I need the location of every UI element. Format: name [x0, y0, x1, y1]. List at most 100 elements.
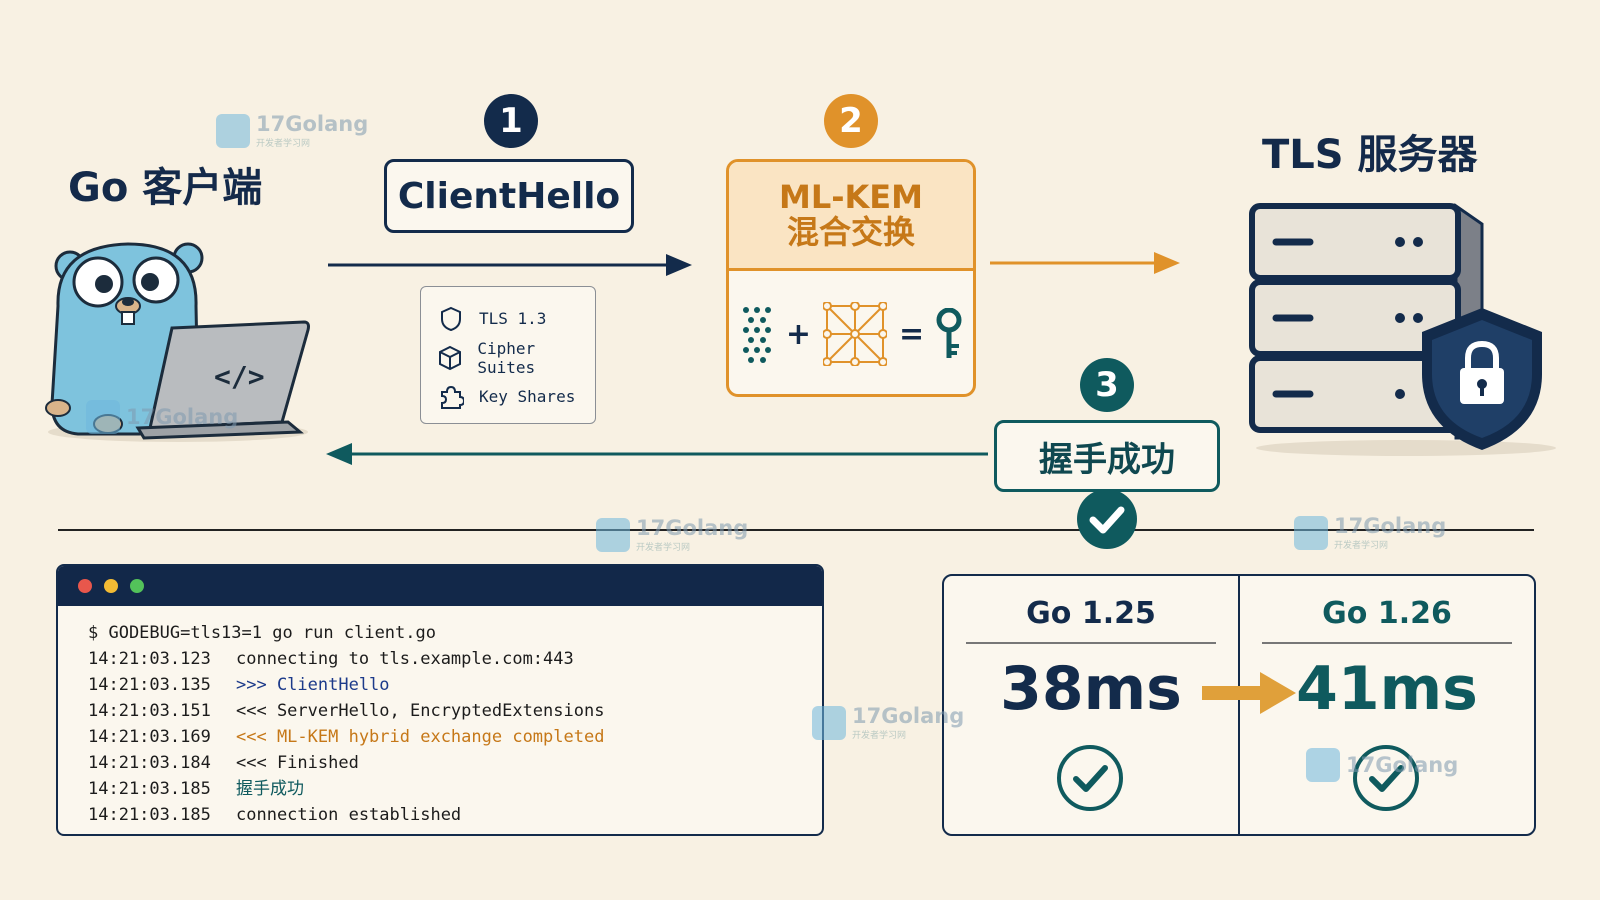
comparison-go126: Go 1.26 41ms — [1240, 576, 1534, 834]
svg-text:</>: </> — [214, 360, 265, 393]
request-arrow — [328, 254, 692, 276]
watermark-text: 17Golang — [1346, 753, 1459, 777]
response-arrow — [326, 443, 988, 465]
gopher-laptop-illustration: </> — [45, 242, 310, 442]
terminal-timestamp: 14:21:03.135 — [88, 675, 211, 695]
watermark: 17Golang — [1306, 748, 1458, 782]
watermark-sub: 开发者学习网 — [636, 543, 691, 553]
server-illustration — [1249, 203, 1556, 456]
terminal-text: $ GODEBUG=tls13=1 go run client.go — [88, 623, 436, 643]
step-1-badge: 1 — [484, 94, 538, 148]
watermark-logo-icon — [86, 400, 120, 434]
watermark-text: 17Golang — [1334, 514, 1447, 538]
terminal-timestamp: 14:21:03.151 — [88, 701, 211, 721]
check-circle-icon — [1057, 745, 1123, 811]
version-label-go125: Go 1.25 — [1026, 596, 1156, 631]
terminal-timestamp: 14:21:03.185 — [88, 779, 211, 799]
shield-outline-icon — [437, 305, 465, 333]
terminal-text: <<< ServerHello, EncryptedExtensions — [236, 701, 605, 721]
terminal-line: 14:21:03.135 >>> ClientHello — [88, 672, 822, 698]
section-divider — [58, 529, 1534, 531]
check-circle-icon — [1353, 745, 1419, 811]
watermark: 17Golang — [86, 400, 238, 434]
terminal-timestamp: 14:21:03.169 — [88, 727, 211, 747]
mlkem-title: ML-KEM — [778, 178, 923, 216]
terminal-line: 14:21:03.123 connecting to tls.example.co… — [88, 646, 822, 672]
maximize-dot[interactable] — [130, 579, 144, 593]
watermark-sub: 开发者学习网 — [256, 139, 311, 149]
latency-go126: 41ms — [1296, 654, 1478, 724]
handshake-success-box: 握手成功 — [994, 420, 1220, 492]
comparison-go125: Go 1.25 38ms — [944, 576, 1238, 834]
terminal-titlebar — [58, 566, 822, 606]
watermark-logo-icon — [812, 705, 846, 740]
terminal-text: connecting to tls.example.com:443 — [236, 649, 574, 669]
equals-sign: = — [899, 316, 925, 352]
info-row-cipher: Cipher Suites — [437, 338, 595, 377]
plus-sign: + — [785, 316, 811, 352]
exchange-arrow — [990, 252, 1180, 274]
terminal-timestamp: 14:21:03.185 — [88, 805, 211, 825]
key-icon — [936, 308, 962, 358]
terminal-text: 握手成功 — [236, 779, 304, 799]
lattice-dots-icon — [742, 307, 771, 363]
terminal-line: 14:21:03.185 握手成功 — [88, 776, 822, 802]
terminal-timestamp: 14:21:03.184 — [88, 753, 211, 773]
version-comparison: Go 1.25 38ms Go 1.26 41ms — [942, 574, 1536, 836]
mlkem-formula: + = — [729, 271, 973, 394]
watermark: 17Golang 开发者学习网 — [216, 112, 368, 149]
client-hello-box: ClientHello — [384, 159, 634, 233]
terminal-timestamp: 14:21:03.123 — [88, 649, 211, 669]
watermark: 17Golang 开发者学习网 — [596, 516, 748, 553]
watermark-logo-icon — [216, 113, 250, 148]
watermark-text: 17Golang — [256, 112, 369, 136]
terminal-text: <<< Finished — [236, 753, 359, 773]
watermark-text: 17Golang — [636, 516, 749, 540]
terminal-text: >>> ClientHello — [236, 675, 390, 695]
terminal-window: $ GODEBUG=tls13=1 go run client.go 14:21:… — [56, 564, 824, 836]
terminal-line: $ GODEBUG=tls13=1 go run client.go — [88, 620, 822, 646]
close-dot[interactable] — [78, 579, 92, 593]
watermark-text: 17Golang — [852, 704, 965, 728]
mlkem-box: ML-KEM 混合交换 + — [726, 159, 976, 397]
step-3-badge: 3 — [1080, 358, 1134, 412]
rule — [966, 642, 1216, 644]
watermark-text: 17Golang — [126, 405, 239, 429]
client-title: Go 客户端 — [68, 165, 263, 211]
watermark-logo-icon — [1306, 748, 1340, 782]
step-2-badge: 2 — [824, 94, 878, 148]
watermark: 17Golang 开发者学习网 — [812, 704, 964, 741]
cube-icon — [437, 344, 463, 372]
comparison-divider — [1238, 576, 1240, 834]
info-label-tls: TLS 1.3 — [479, 309, 547, 328]
watermark: 17Golang 开发者学习网 — [1294, 514, 1446, 551]
watermark-sub: 开发者学习网 — [852, 731, 907, 741]
terminal-line: 14:21:03.151 <<< ServerHello, EncryptedEx… — [88, 698, 822, 724]
terminal-line: 14:21:03.185 connection established — [88, 802, 822, 828]
terminal-line: 14:21:03.184 <<< Finished — [88, 750, 822, 776]
info-label-keyshares: Key Shares — [479, 387, 576, 406]
rule — [1262, 642, 1512, 644]
terminal-text: <<< ML-KEM hybrid exchange completed — [236, 727, 605, 747]
watermark-sub: 开发者学习网 — [1334, 541, 1389, 551]
mlkem-header: ML-KEM 混合交换 — [729, 162, 973, 271]
info-row-keyshares: Key Shares — [437, 377, 595, 416]
minimize-dot[interactable] — [104, 579, 118, 593]
watermark-logo-icon — [1294, 515, 1328, 550]
client-hello-details: TLS 1.3 Cipher Suites Key Shares — [420, 286, 596, 424]
success-check-icon — [1077, 489, 1137, 549]
terminal-text: connection established — [236, 805, 462, 825]
puzzle-icon — [437, 383, 465, 411]
terminal-line: 14:21:03.169 <<< ML-KEM hybrid exchange c… — [88, 724, 822, 750]
mlkem-subtitle: 混合交换 — [786, 213, 915, 251]
terminal-output: $ GODEBUG=tls13=1 go run client.go 14:21:… — [58, 606, 822, 828]
comparison-arrow-icon — [1202, 672, 1296, 714]
info-row-tls: TLS 1.3 — [437, 299, 595, 338]
shield-lock-icon — [1422, 308, 1542, 450]
latency-go125: 38ms — [1000, 654, 1182, 724]
watermark-logo-icon — [596, 517, 630, 552]
info-label-cipher: Cipher Suites — [477, 338, 536, 377]
key-exchange-network-icon — [823, 302, 887, 366]
server-title: TLS 服务器 — [1262, 132, 1478, 178]
version-label-go126: Go 1.26 — [1322, 596, 1452, 631]
